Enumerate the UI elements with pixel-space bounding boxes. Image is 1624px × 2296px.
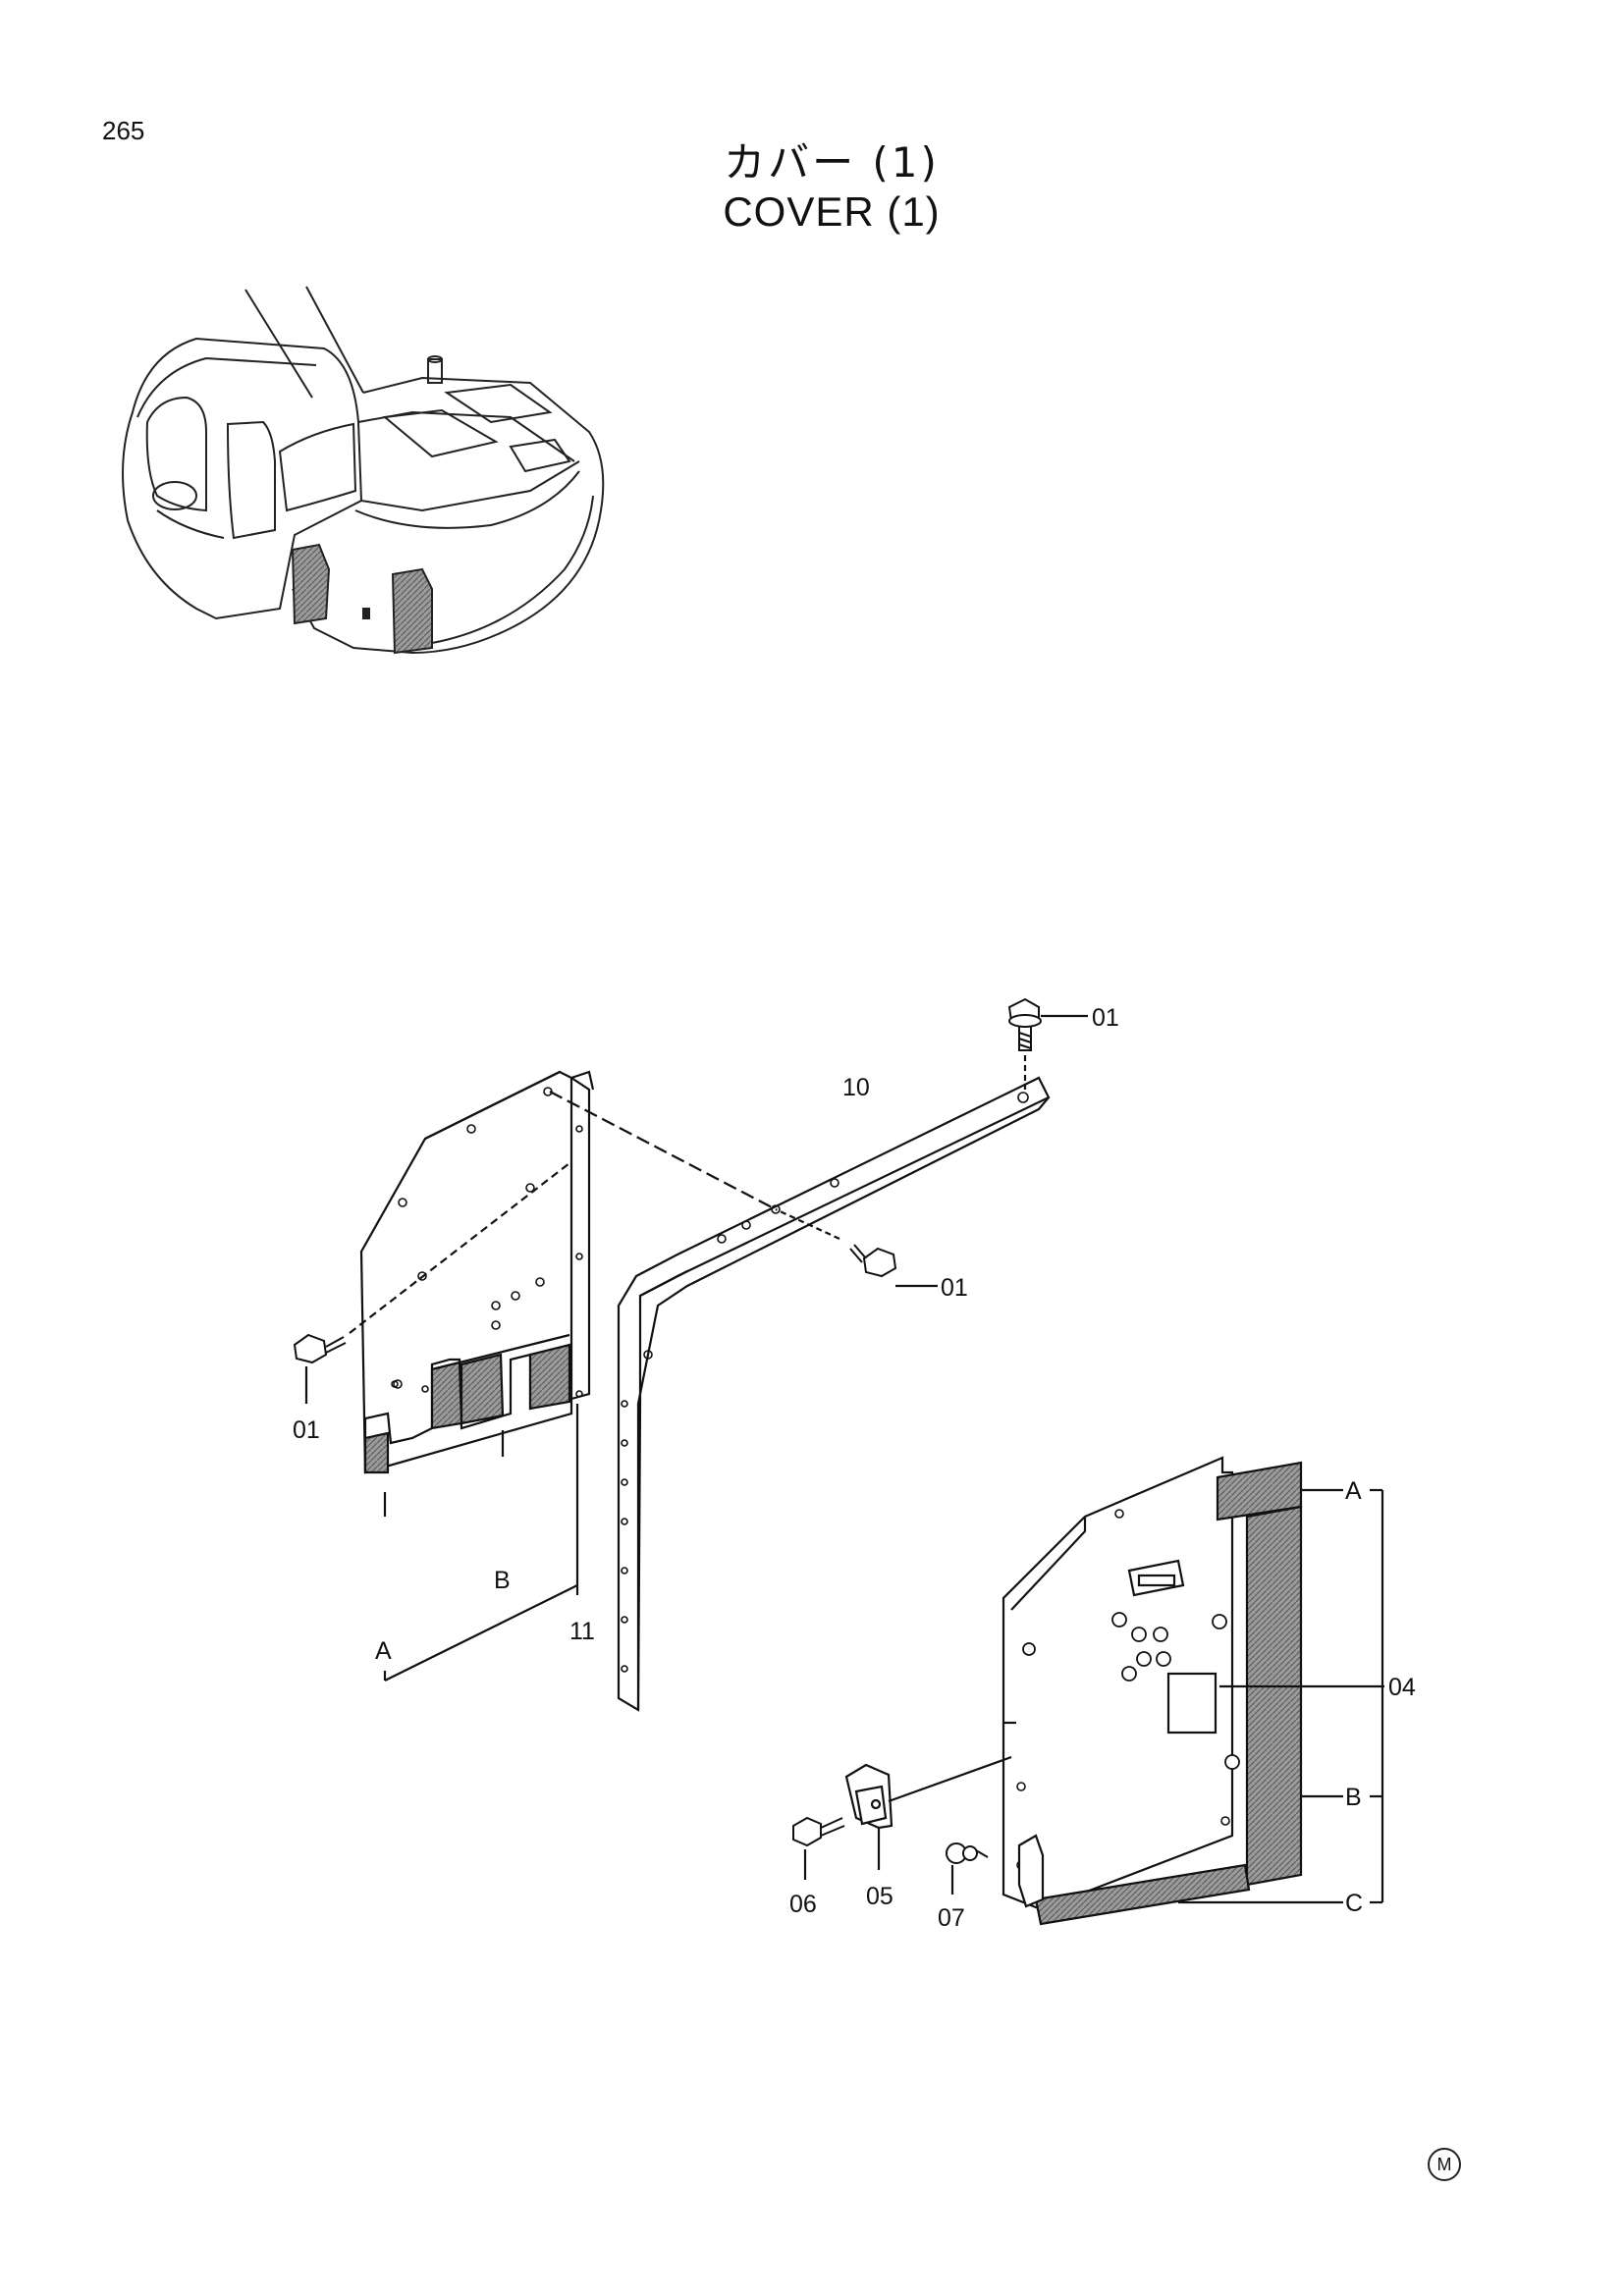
page-title-japanese: カバー (1)	[724, 138, 940, 187]
bolt-07	[946, 1842, 989, 1864]
callout-right-c: C	[1345, 1890, 1363, 1917]
exploded-parts-view	[293, 997, 1384, 1926]
bolt-01-middle	[849, 1244, 897, 1278]
manufacturer-mark: M	[1428, 2148, 1461, 2181]
bolt-01-left	[293, 1333, 347, 1364]
page-title-english: COVER (1)	[723, 188, 941, 235]
callout-bar: 10	[842, 1074, 870, 1101]
callout-left-panel: 11	[569, 1618, 595, 1645]
excavator-key-illustration	[122, 286, 605, 655]
right-cover-panel	[1001, 1456, 1234, 1911]
callout-left-b: B	[494, 1567, 511, 1594]
callout-bolt-07: 07	[938, 1904, 965, 1932]
page-number: 265	[102, 116, 145, 145]
callout-bolt-top: 01	[1092, 1004, 1119, 1032]
bolt-01-top	[1007, 997, 1042, 1051]
callout-labels: 01 10 01 01 11 A B A 04 B C 06 05 07	[293, 1004, 1416, 1932]
callout-right-a: A	[1345, 1477, 1362, 1505]
callout-bolt-06: 06	[789, 1891, 817, 1918]
callout-right-panel: 04	[1388, 1674, 1416, 1701]
callout-bracket-05: 05	[866, 1883, 893, 1910]
callout-left-a: A	[375, 1637, 392, 1665]
callout-bolt-middle: 01	[941, 1274, 968, 1302]
support-bar	[617, 1076, 1051, 1712]
callout-right-b: B	[1345, 1784, 1362, 1811]
callout-bolt-left: 01	[293, 1416, 320, 1444]
bracket-05	[844, 1763, 893, 1830]
bolt-06	[792, 1816, 845, 1847]
